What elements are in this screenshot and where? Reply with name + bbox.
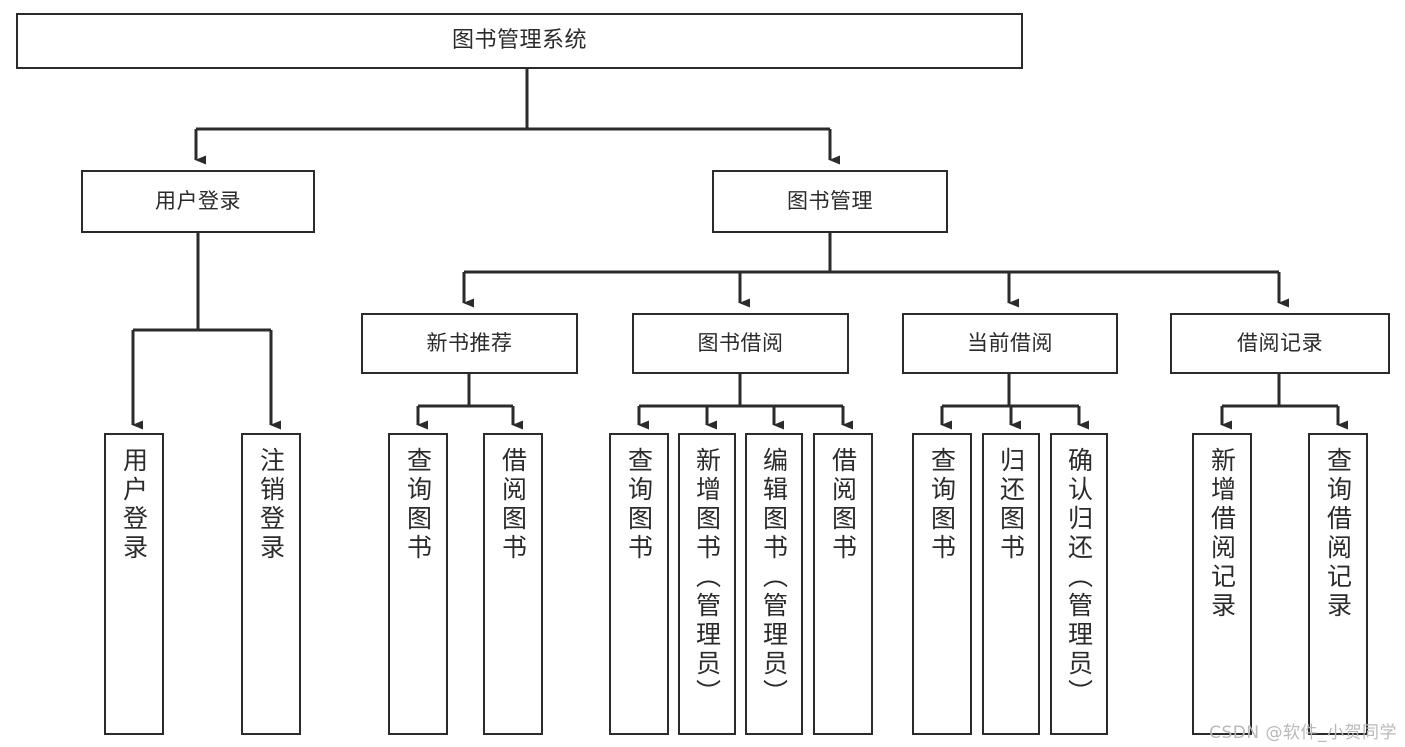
node-label: 借阅图书 — [498, 447, 528, 563]
leaf-add-book-admin[interactable]: 新增图书（管理员） — [678, 433, 736, 735]
leaf-search-book-borrow[interactable]: 查询图书 — [609, 433, 669, 735]
node-label: 图书管理 — [787, 189, 873, 214]
leaf-borrow-book[interactable]: 借阅图书 — [813, 433, 873, 735]
node-label: 注销登录 — [256, 447, 286, 563]
node-new-book-recommend[interactable]: 新书推荐 — [361, 313, 578, 374]
leaf-confirm-return-admin[interactable]: 确认归还（管理员） — [1050, 433, 1108, 735]
leaf-logout[interactable]: 注销登录 — [241, 433, 301, 735]
node-label: 图书借阅 — [697, 331, 784, 356]
node-label: 图书管理系统 — [451, 28, 587, 54]
node-user-login[interactable]: 用户登录 — [81, 170, 315, 233]
node-label: 查询借阅记录 — [1323, 447, 1353, 621]
leaf-edit-book-admin[interactable]: 编辑图书（管理员） — [745, 433, 803, 735]
leaf-user-login[interactable]: 用户登录 — [104, 433, 164, 735]
node-label: 查询图书 — [927, 447, 957, 563]
leaf-borrow-book-recommend[interactable]: 借阅图书 — [483, 433, 543, 735]
node-label: 查询图书 — [403, 447, 433, 563]
node-borrow-record[interactable]: 借阅记录 — [1170, 313, 1390, 374]
node-label: 确认归还（管理员） — [1064, 447, 1094, 708]
node-label: 借阅图书 — [828, 447, 858, 563]
leaf-search-book-current[interactable]: 查询图书 — [912, 433, 972, 735]
node-label: 查询图书 — [624, 447, 654, 563]
node-root-system[interactable]: 图书管理系统 — [16, 13, 1023, 69]
node-label: 新书推荐 — [426, 331, 513, 356]
leaf-search-borrow-record[interactable]: 查询借阅记录 — [1308, 433, 1368, 735]
leaf-search-book-recommend[interactable]: 查询图书 — [388, 433, 448, 735]
node-label: 当前借阅 — [967, 331, 1053, 356]
node-book-management[interactable]: 图书管理 — [712, 170, 948, 233]
node-label: 用户登录 — [119, 447, 149, 563]
node-label: 新增图书（管理员） — [692, 447, 722, 708]
node-book-borrow[interactable]: 图书借阅 — [632, 313, 849, 374]
node-label: 归还图书 — [996, 447, 1026, 563]
node-label: 用户登录 — [155, 189, 241, 214]
node-current-borrow[interactable]: 当前借阅 — [902, 313, 1118, 374]
node-label: 借阅记录 — [1237, 331, 1323, 356]
watermark: CSDN @软件_小贺同学 — [1209, 723, 1397, 743]
leaf-return-book[interactable]: 归还图书 — [982, 433, 1040, 735]
node-label: 新增借阅记录 — [1207, 447, 1237, 621]
leaf-add-borrow-record[interactable]: 新增借阅记录 — [1192, 433, 1252, 735]
node-label: 编辑图书（管理员） — [759, 447, 789, 708]
